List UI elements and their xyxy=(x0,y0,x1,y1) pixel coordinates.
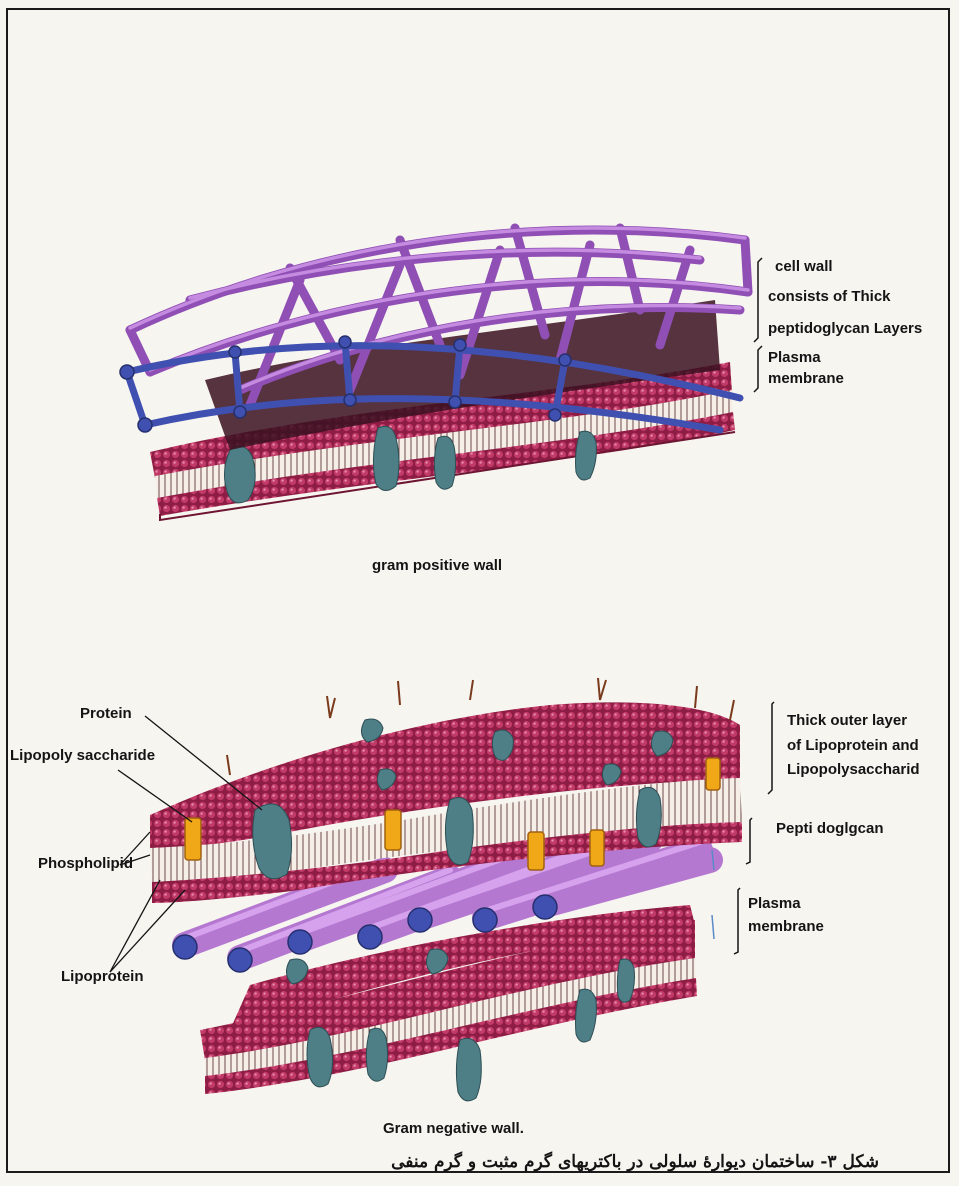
gn-outer-layer-line1: Thick outer layer xyxy=(787,712,907,729)
gn-lipoprotein-label: Lipoprotein xyxy=(61,968,144,985)
gn-caption: Gram negative wall. xyxy=(383,1120,524,1137)
gn-plasma-label-line2: membrane xyxy=(748,918,824,935)
gp-cell-wall-label-line3: peptidoglycan Layers xyxy=(768,320,922,337)
gram-positive-diagram xyxy=(120,228,762,520)
gp-plasma-label-line1: Plasma xyxy=(768,349,821,366)
gn-outer-layer-line2: of Lipoprotein and xyxy=(787,737,919,754)
gn-phospholipid-label: Phospholipid xyxy=(38,855,133,872)
gram-negative-diagram xyxy=(110,678,774,1101)
gp-cell-wall-label-line1: cell wall xyxy=(775,258,833,275)
gp-plasma-label-line2: membrane xyxy=(768,370,844,387)
gn-lps-label: Lipopoly saccharide xyxy=(10,747,155,764)
gp-caption: gram positive wall xyxy=(372,557,502,574)
gp-brackets xyxy=(754,258,762,392)
gp-cell-wall-label-line2: consists of Thick xyxy=(768,288,891,305)
gn-peptidoglycan-label: Pepti doglgcan xyxy=(776,820,884,837)
gn-protein-label: Protein xyxy=(80,705,132,722)
gn-outer-layer-line3: Lipopolysaccharid xyxy=(787,761,920,778)
figure-caption-fa: شکل ۳- ساختمان دیوارهٔ سلولی در باکتریها… xyxy=(391,1152,879,1172)
gn-plasma-label-line1: Plasma xyxy=(748,895,801,912)
